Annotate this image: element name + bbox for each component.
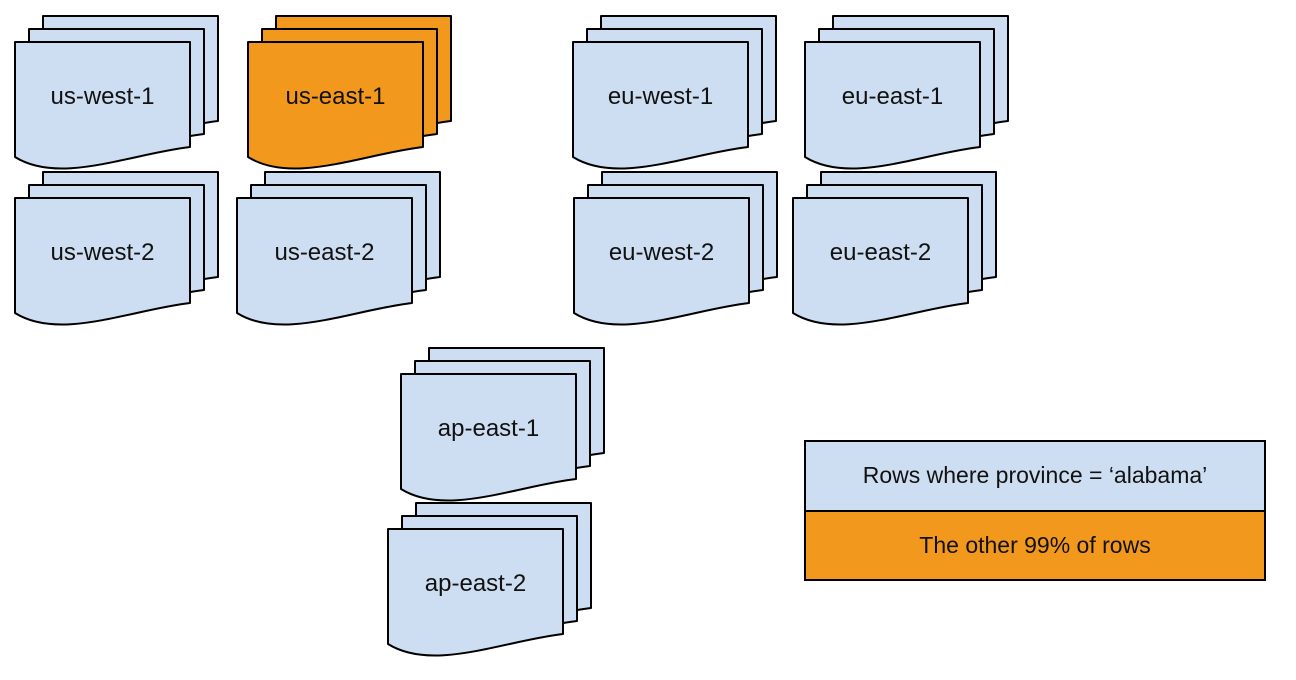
legend: Rows where province = ‘alabama’ The othe…	[804, 440, 1266, 581]
region-stack-eu-west-2: eu-west-2	[573, 170, 779, 328]
region-stack-us-east-2: us-east-2	[236, 170, 442, 328]
region-label: eu-west-1	[607, 83, 714, 110]
region-label: ap-east-2	[424, 570, 527, 597]
region-label: us-west-2	[50, 239, 155, 266]
region-stack-ap-east-1: ap-east-1	[400, 346, 606, 504]
region-stack-ap-east-2: ap-east-2	[387, 501, 593, 659]
region-stack-eu-west-1: eu-west-1	[572, 14, 778, 172]
region-stack-us-west-2: us-west-2	[14, 170, 220, 328]
legend-item-alabama-rows: Rows where province = ‘alabama’	[806, 442, 1264, 510]
region-label: eu-east-1	[841, 83, 944, 110]
region-label: ap-east-1	[437, 415, 540, 442]
region-label: us-west-1	[50, 83, 155, 110]
region-stack-eu-east-2: eu-east-2	[792, 170, 998, 328]
region-label: us-east-1	[285, 83, 386, 110]
legend-item-label: Rows where province = ‘alabama’	[862, 462, 1208, 489]
region-stack-eu-east-1: eu-east-1	[804, 14, 1010, 172]
region-stack-us-west-1: us-west-1	[14, 14, 220, 172]
region-label: us-east-2	[274, 239, 375, 266]
region-label: eu-west-2	[608, 239, 715, 266]
legend-item-other-rows: The other 99% of rows	[806, 509, 1264, 579]
region-label: eu-east-2	[829, 239, 932, 266]
region-stack-us-east-1: us-east-1	[247, 14, 453, 172]
legend-item-label: The other 99% of rows	[919, 531, 1151, 558]
